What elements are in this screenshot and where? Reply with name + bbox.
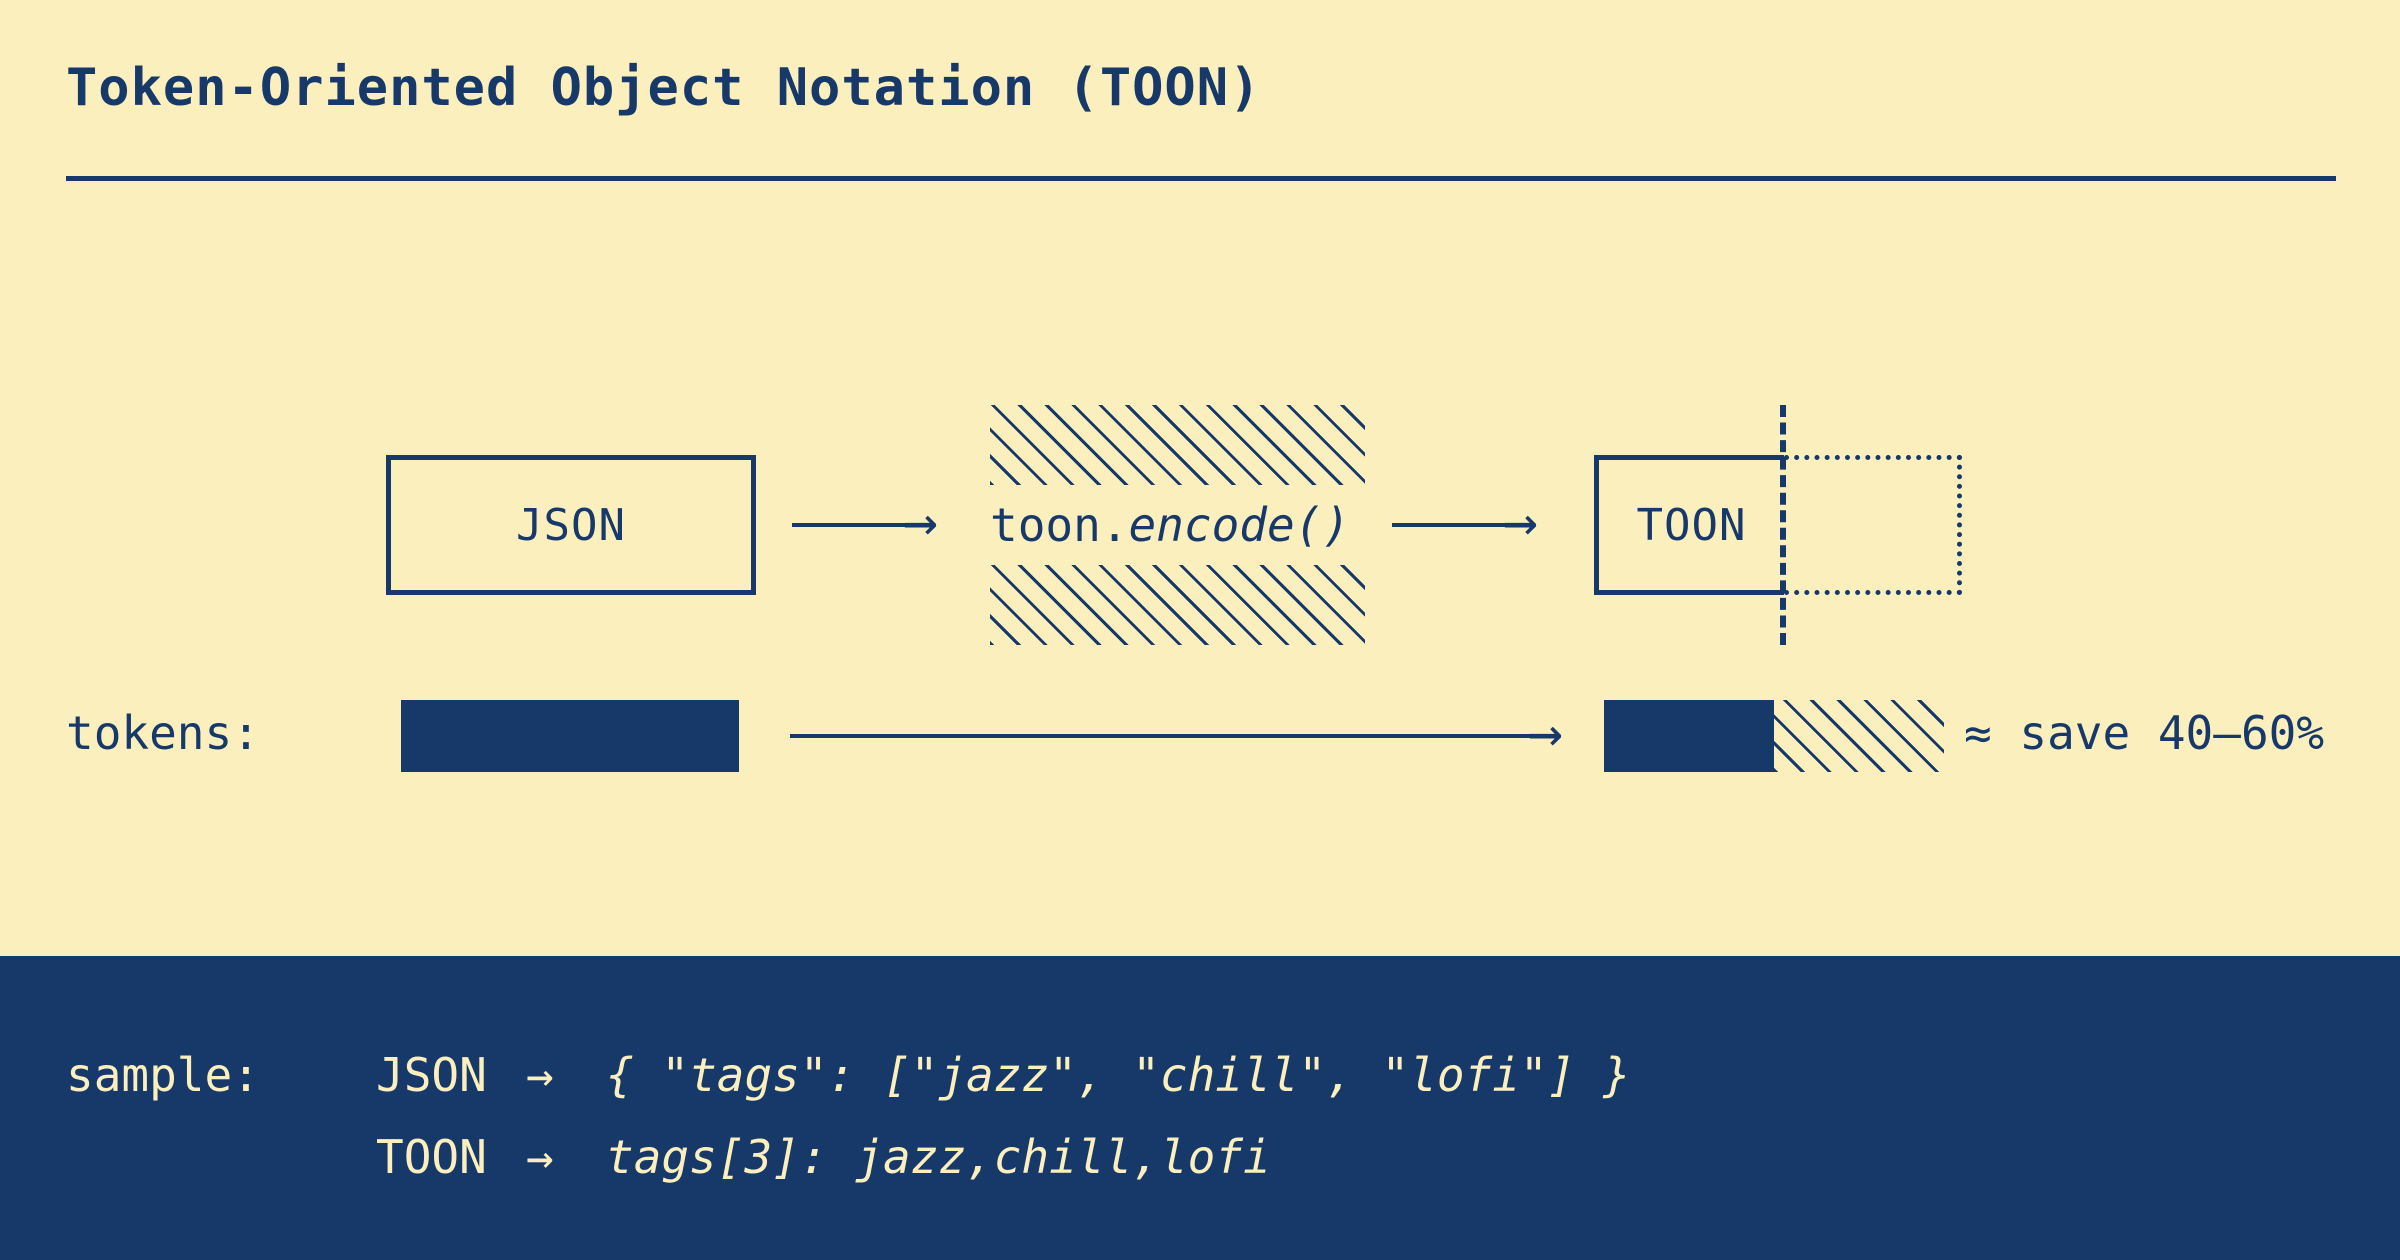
arrow-json-to-encode-icon: → bbox=[903, 487, 938, 555]
hatch-pattern-bottom bbox=[990, 565, 1365, 645]
sample-format-toon: TOON bbox=[376, 1130, 487, 1184]
arrow-encode-to-toon-line bbox=[1392, 523, 1520, 527]
encode-node-prefix: toon. bbox=[990, 498, 1129, 552]
sample-row-label: sample: bbox=[66, 1048, 260, 1102]
encode-node: toon.encode() bbox=[990, 405, 1365, 645]
arrow-encode-to-toon-icon: → bbox=[1503, 487, 1538, 555]
sample-row: TOON → tags[3]: jazz,chill,lofi bbox=[376, 1130, 1271, 1184]
arrow-json-to-encode-line bbox=[792, 523, 920, 527]
sample-arrow-icon: → bbox=[526, 1048, 554, 1102]
tokens-bar-toon bbox=[1604, 700, 1944, 772]
header-divider bbox=[66, 176, 2336, 181]
tokens-bar-toon-used bbox=[1604, 700, 1774, 772]
sample-format-json: JSON bbox=[376, 1048, 487, 1102]
toon-node-dotted-part bbox=[1784, 455, 1962, 595]
toon-node-solid-part: TOON bbox=[1594, 455, 1784, 595]
toon-node-divider bbox=[1780, 405, 1786, 645]
tokens-row-label: tokens: bbox=[66, 706, 260, 760]
savings-note: ≈ save 40–60% bbox=[1964, 706, 2325, 760]
sample-code-json: { "tags": ["jazz", "chill", "lofi"] } bbox=[606, 1048, 1631, 1102]
sample-row: JSON → { "tags": ["jazz", "chill", "lofi… bbox=[376, 1048, 1631, 1102]
toon-node: TOON bbox=[1594, 405, 1966, 645]
pipeline-diagram: JSON → toon.encode() → TOON bbox=[386, 405, 1966, 645]
tokens-arrow-icon: → bbox=[1528, 698, 1563, 766]
encode-node-call: encode() bbox=[1128, 498, 1351, 552]
toon-node-label: TOON bbox=[1636, 499, 1747, 551]
tokens-bar-toon-saved bbox=[1774, 700, 1944, 772]
json-node-label: JSON bbox=[516, 499, 626, 551]
tokens-arrow-line bbox=[790, 734, 1545, 738]
sample-arrow-icon: → bbox=[526, 1130, 554, 1184]
json-node-box: JSON bbox=[386, 455, 756, 595]
sample-panel bbox=[0, 956, 2400, 1260]
sample-code-toon: tags[3]: jazz,chill,lofi bbox=[606, 1130, 1271, 1184]
hatch-pattern-top bbox=[990, 405, 1365, 485]
page-title: Token-Oriented Object Notation (TOON) bbox=[66, 58, 1262, 118]
encode-node-label: toon.encode() bbox=[990, 483, 1365, 567]
tokens-bar-json bbox=[401, 700, 739, 772]
